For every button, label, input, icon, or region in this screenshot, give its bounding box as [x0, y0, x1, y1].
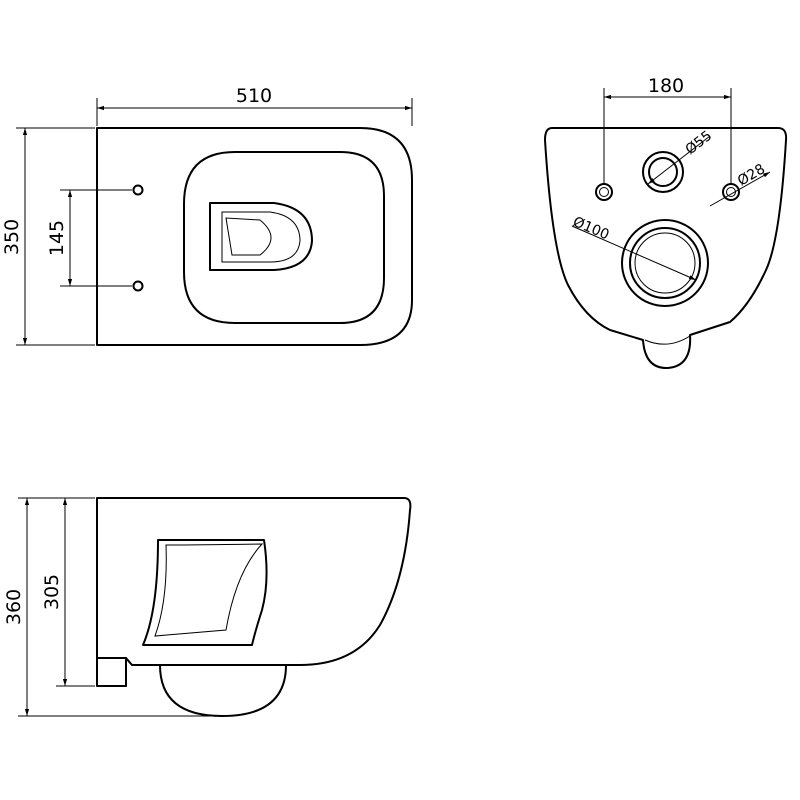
- top-view-bowl-opening: [209, 202, 313, 271]
- outlet-diameter-label: Ø100: [570, 214, 611, 243]
- depth-dimension-label: 350: [1, 219, 23, 255]
- outlet-ring-inner: [634, 232, 696, 294]
- side-view-bowl-inner: [154, 543, 264, 637]
- top-view-bolt-hole: [132, 280, 144, 292]
- rear-view-spigot: [644, 335, 691, 345]
- rear-view-outline: [544, 127, 788, 370]
- top-view-outline: [96, 127, 413, 346]
- rim-height-dimension-label: 305: [41, 574, 63, 610]
- side-view-outlet-spigot: [159, 664, 287, 717]
- rear-bolt-hole-right: [722, 183, 740, 201]
- height-dimension-label: 360: [3, 589, 25, 625]
- rear-bolt-spacing-dimension-label: 180: [648, 75, 684, 97]
- side-view-bowl-outer: [142, 539, 268, 646]
- outlet-diameter-leader: [571, 225, 697, 281]
- top-view-bowl-inner: [221, 211, 301, 263]
- bolt-spacing-dimension-label: 145: [46, 220, 68, 256]
- rear-view: 180 Ø55 Ø28 Ø100: [544, 75, 788, 370]
- width-dimension-label: 510: [236, 85, 272, 107]
- rear-bolt-hole-left: [595, 183, 613, 201]
- outlet-ring-outer: [621, 219, 709, 307]
- inlet-ring-outer: [642, 151, 684, 193]
- top-view: 510 350 145: [1, 85, 413, 346]
- inlet-ring-inner: [648, 157, 678, 187]
- inlet-diameter-leader: [647, 135, 711, 185]
- bolt-hole-diameter-label: Ø28: [735, 161, 768, 189]
- outlet-ring-middle: [629, 227, 701, 299]
- side-view: 360 305: [3, 497, 412, 717]
- top-view-bowl-outlet: [225, 217, 272, 256]
- top-view-bolt-hole: [132, 184, 144, 196]
- rear-bolt-hole-left-inner: [599, 187, 609, 197]
- side-view-outline: [96, 497, 412, 666]
- bolt-hole-diameter-leader: [709, 171, 771, 207]
- top-view-bowl-rim: [183, 151, 385, 324]
- side-view-mount-block: [96, 657, 127, 687]
